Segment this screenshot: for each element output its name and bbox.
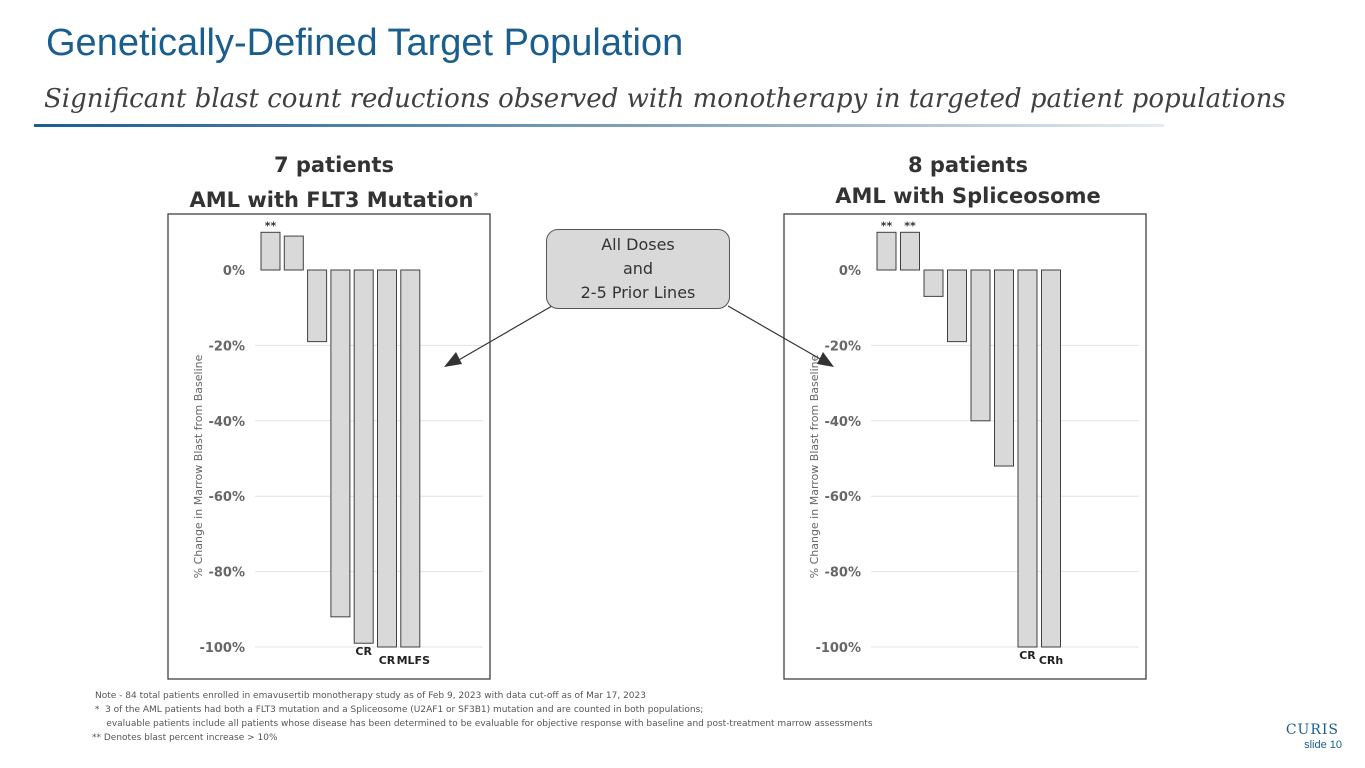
flt3-ytick-label: -20% [208,339,245,354]
footnote-1: Note - 84 total patients enrolled in ema… [95,691,646,701]
flt3-frame [167,213,491,680]
footnote-3: evaluable patients include all patients … [92,719,873,729]
flt3-bar [330,269,351,618]
flt3-response-label: CR [355,645,372,658]
spliceosome-response-label: CR [1019,649,1036,662]
flt3-bar [353,269,374,644]
flt3-response-label: CR [379,654,396,667]
left-chart-heading: 7 patients AML with FLT3 Mutation* [167,150,501,216]
title-divider [34,124,1164,127]
spliceosome-bar-chart: 0% -20% -40% -60% -80% -100% % Change in Marro… [783,213,1147,680]
flt3-response-label: MLFS [397,654,430,667]
spliceosome-bar [1017,269,1038,648]
callout-line-2: and [622,259,654,278]
flt3-ytick-label: -100% [199,641,245,656]
left-chart-title-mark: * [473,191,479,202]
callout-line-1: All Doses [601,235,675,254]
page-subtitle: Significant blast count reductions obser… [44,84,1286,114]
flt3-bar [400,269,421,648]
slide-number: slide 10 [1304,739,1342,751]
flt3-bar [283,235,304,271]
flt3-bar-chart: 0% -20% -40% -60% -80% -100% % Change in Marro… [167,213,491,680]
all-doses-callout: All Doses and 2-5 Prior Lines [546,229,730,309]
spliceosome-bar [900,231,920,271]
left-chart-count: 7 patients [273,153,395,177]
spliceosome-bar [1041,269,1061,648]
left-chart-title: AML with FLT3 Mutation [189,188,474,212]
flt3-ylabel: % Change in Marrow Blast from Baseline [192,354,205,578]
curis-logo: CURIS [1285,722,1339,738]
spliceosome-ytick-label: -100% [815,641,861,656]
spliceosome-bar [923,269,944,297]
page-title: Genetically-Defined Target Population [46,22,684,64]
flt3-ytick-label: -40% [208,415,245,430]
flt3-bar [260,231,281,271]
flt3-ytick-label: -80% [208,566,245,581]
right-chart-count: 8 patients [907,153,1029,177]
footnote-2: * 3 of the AML patients had both a FLT3 … [92,705,704,715]
spliceosome-ytick-label: 0% [839,264,861,279]
spliceosome-response-label: CRh [1039,654,1063,667]
callout-line-3: 2-5 Prior Lines [580,283,696,302]
spliceosome-bar [994,269,1014,467]
flt3-bar [377,269,397,648]
spliceosome-ylabel: % Change in Marrow Blast from Baseline [808,354,821,578]
spliceosome-increase-mark: ** [904,219,916,232]
spliceosome-bar [947,269,967,343]
spliceosome-bar [970,269,991,422]
flt3-ytick-label: 0% [223,264,245,279]
spliceosome-bar [876,231,897,271]
spliceosome-ytick-label: -40% [824,415,861,430]
spliceosome-ytick-label: -20% [824,339,861,354]
footnotes: Note - 84 total patients enrolled in ema… [92,689,873,745]
footnote-4: ** Denotes blast percent increase > 10% [92,733,278,743]
flt3-ytick-label: -60% [208,490,245,505]
spliceosome-ytick-label: -60% [824,490,861,505]
spliceosome-ytick-label: -80% [824,566,861,581]
flt3-increase-mark: ** [265,219,277,232]
spliceosome-increase-mark: ** [881,219,893,232]
flt3-bar [307,269,328,343]
